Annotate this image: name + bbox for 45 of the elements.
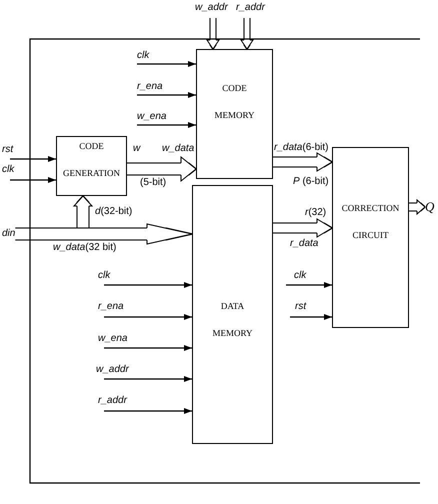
bus-width-label: (5-bit)	[140, 177, 166, 189]
signal-label: rst	[295, 301, 306, 313]
arrow	[137, 122, 196, 128]
signal-label: r_addr	[98, 395, 127, 407]
arrow	[286, 282, 332, 288]
module-box	[196, 49, 273, 179]
signal-label: r_ena	[137, 81, 163, 93]
signal-label: clk	[294, 270, 306, 282]
module-name: CORRECTION CIRCUIT	[342, 202, 400, 242]
arrow	[104, 376, 192, 382]
signal-label: clk	[137, 50, 150, 62]
arrow	[137, 92, 196, 98]
arrow	[290, 314, 332, 320]
signal-label: r_data(6-bit)	[274, 142, 328, 154]
module-box	[192, 185, 273, 444]
arrow	[104, 282, 192, 288]
signal-label: rst	[2, 144, 14, 156]
module-box	[56, 136, 127, 196]
signal-name: Q	[425, 199, 434, 214]
signal-label: w_ena	[98, 333, 128, 345]
module-name: DATA MEMORY	[212, 300, 252, 340]
arrow	[10, 177, 56, 183]
arrow	[104, 345, 192, 351]
signal-label: w_data(32 bit)	[53, 242, 116, 254]
signal-label: clk	[98, 270, 110, 282]
signal-label: r_addr	[236, 2, 265, 14]
signal-label: w_addr	[96, 364, 129, 376]
module-box	[332, 147, 409, 328]
module-name: CODE GENERATION	[63, 140, 120, 180]
module-name: CODE MEMORY	[214, 82, 254, 122]
signal-label: r_ena	[98, 301, 124, 313]
signal-label: w_ena	[137, 111, 166, 123]
signal-name: din	[2, 228, 16, 240]
signal-label: r_data	[290, 238, 318, 250]
arrow	[104, 314, 192, 320]
signal-label: P (6-bit)	[293, 176, 329, 188]
signal-label: w	[133, 143, 140, 155]
arrow	[10, 156, 56, 162]
signal-label: w_data	[162, 143, 194, 155]
arrow	[137, 61, 196, 67]
signal-label: d(32-bit)	[95, 206, 132, 218]
signal-label: w_addr	[195, 2, 228, 14]
signal-label: r(32)	[305, 207, 326, 219]
arrow	[104, 408, 192, 414]
signal-label: clk	[2, 164, 14, 176]
